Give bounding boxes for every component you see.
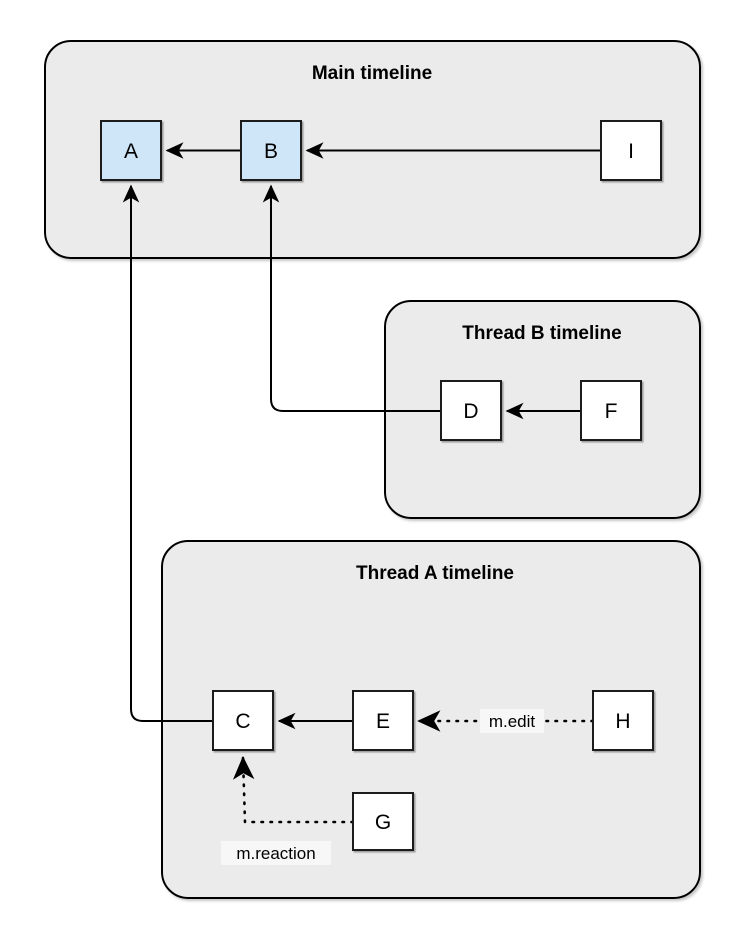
group-main-timeline-title: Main timeline	[312, 63, 432, 84]
node-c-label: C	[235, 710, 250, 733]
node-c[interactable]: C	[212, 690, 274, 751]
node-e[interactable]: E	[352, 690, 414, 751]
node-i[interactable]: I	[600, 120, 662, 181]
edge-label-m-edit-text: m.edit	[489, 712, 536, 731]
node-g[interactable]: G	[352, 792, 414, 851]
node-e-label: E	[376, 710, 390, 733]
node-f-box[interactable]	[580, 380, 642, 441]
group-thread-b-timeline-title: Thread B timeline	[462, 323, 621, 344]
edge-label-m-edit: m.edit	[480, 709, 544, 733]
edge-d-to-b	[262, 184, 441, 412]
node-h-box[interactable]	[592, 690, 654, 751]
node-a-box[interactable]	[100, 120, 162, 181]
node-g-box[interactable]	[352, 792, 414, 851]
node-a-label: A	[124, 140, 138, 163]
node-b-label: B	[264, 140, 278, 163]
node-g-label: G	[375, 811, 391, 834]
node-i-box[interactable]	[600, 120, 662, 181]
edge-label-m-reaction-bg	[221, 841, 331, 865]
node-f[interactable]: F	[580, 380, 642, 441]
group-thread-b-timeline: Thread B timeline	[384, 300, 701, 519]
node-e-box[interactable]	[352, 690, 414, 751]
edge-label-m-reaction-text: m.reaction	[236, 844, 315, 863]
node-i-label: I	[628, 140, 634, 163]
node-a[interactable]: A	[100, 120, 162, 181]
node-f-label: F	[605, 400, 618, 423]
group-thread-a-timeline-title: Thread A timeline	[356, 563, 514, 584]
node-b-box[interactable]	[240, 120, 302, 181]
node-b[interactable]: B	[240, 120, 302, 181]
edge-g-to-c	[232, 756, 355, 824]
node-h[interactable]: H	[592, 690, 654, 751]
node-d-label: D	[463, 400, 478, 423]
node-d-box[interactable]	[440, 380, 502, 441]
node-d[interactable]: D	[440, 380, 502, 441]
edge-label-m-edit-bg	[480, 709, 544, 733]
edge-label-m-reaction: m.reaction	[221, 841, 331, 865]
edge-c-to-a	[122, 184, 213, 722]
group-thread-b-timeline-box	[384, 300, 701, 519]
node-h-label: H	[615, 710, 630, 733]
node-c-box[interactable]	[212, 690, 274, 751]
